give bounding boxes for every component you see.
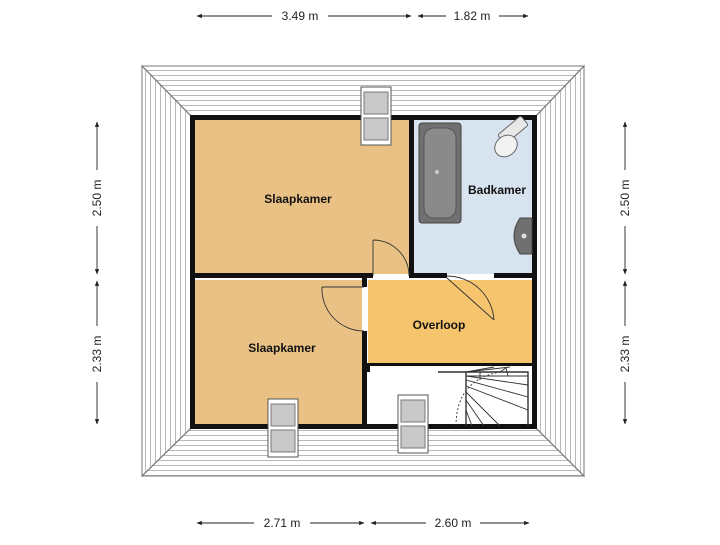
dim-right-upper: 2.50 m	[618, 180, 632, 217]
dim-left-lower: 2.33 m	[90, 336, 104, 373]
stairs-icon	[438, 366, 529, 427]
roof-window-top-icon	[360, 86, 392, 146]
bathroom-fixtures	[418, 116, 533, 255]
dim-top-right: 1.82 m	[454, 9, 491, 23]
dim-bottom-left: 2.71 m	[264, 516, 301, 530]
roof-windows	[267, 86, 429, 458]
roof-window-bottom-left-icon	[267, 398, 299, 458]
dim-top-left: 3.49 m	[282, 9, 319, 23]
landing-floor	[368, 280, 534, 365]
roof	[140, 64, 586, 478]
room-label-bathroom: Badkamer	[468, 183, 526, 197]
room-label-bedroom-bottom: Slaapkamer	[248, 341, 316, 355]
toilet-icon	[494, 116, 529, 158]
doors	[321, 239, 495, 332]
sink-icon	[513, 217, 533, 255]
dim-bottom-right: 2.60 m	[435, 516, 472, 530]
room-label-bedroom-top: Slaapkamer	[264, 192, 332, 206]
roof-bottom	[140, 427, 586, 477]
room-label-landing: Overloop	[413, 318, 466, 332]
dim-right-lower: 2.33 m	[618, 336, 632, 373]
roof-left	[141, 64, 192, 478]
stair-hall-floor	[368, 365, 534, 426]
roof-right	[535, 64, 585, 478]
roof-window-bottom-right-icon	[397, 394, 429, 454]
room-fills	[193, 118, 534, 426]
dim-left-upper: 2.50 m	[90, 180, 104, 217]
